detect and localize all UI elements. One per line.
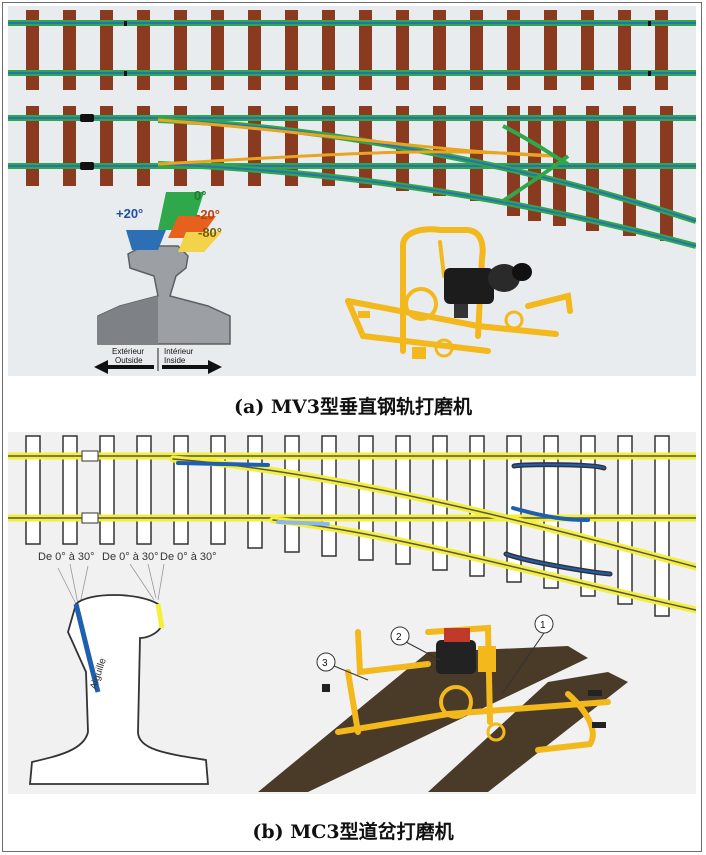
panel-a-svg: +20° 0° -20° -80° Extérieur Outside Inté… — [8, 10, 697, 374]
angle-0-label: 0° — [194, 188, 206, 203]
callout-1: 1 — [540, 620, 546, 631]
angle-range-left-label: De 0° à 30° — [38, 551, 95, 563]
rail-joints — [80, 21, 651, 170]
mv3-grinder-motor — [358, 263, 532, 359]
angle-range-right-label-a: De 0° à 30° — [102, 551, 159, 563]
caption-panel-b: (b) MC3型道岔打磨机 — [252, 821, 454, 843]
mc3-grinder-machine — [335, 624, 611, 753]
angle-range-right-label-b: De 0° à 30° — [160, 551, 217, 563]
panel-b-illustration: De 0° à 30° De 0° à 30° De 0° à 30° Aigu… — [4, 432, 700, 794]
turnout-rails — [8, 115, 697, 249]
caption-panel-a: (a) MV3型垂直钢轨打磨机 — [234, 396, 472, 418]
switch-blade-profile: De 0° à 30° De 0° à 30° De 0° à 30° Aigu… — [29, 551, 217, 785]
callouts: 1 2 3 — [316, 614, 554, 695]
exterior-fr-label: Extérieur — [112, 347, 144, 356]
callout-3: 3 — [322, 658, 328, 669]
inside-label: Inside — [164, 356, 186, 365]
angle-plus20-label: +20° — [116, 206, 143, 221]
panel-b-svg: De 0° à 30° De 0° à 30° De 0° à 30° Aigu… — [4, 435, 700, 792]
rail-joints-b — [81, 450, 99, 524]
turnout-rails-yellow — [4, 452, 700, 614]
outside-label: Outside — [115, 356, 143, 365]
interior-fr-label: Intérieur — [164, 347, 194, 356]
mc3-grinder-motor — [322, 628, 606, 728]
rail-profile-diagram: +20° 0° -20° -80° Extérieur Outside Inté… — [94, 188, 231, 374]
panel-a-illustration: +20° 0° -20° -80° Extérieur Outside Inté… — [8, 6, 697, 376]
callout-2: 2 — [396, 632, 402, 643]
angle-minus80-label: -80° — [198, 225, 222, 240]
upper-track-rails — [8, 20, 696, 76]
mv3-grinder-machine — [345, 226, 573, 358]
angle-minus20-label: -20° — [196, 207, 220, 222]
